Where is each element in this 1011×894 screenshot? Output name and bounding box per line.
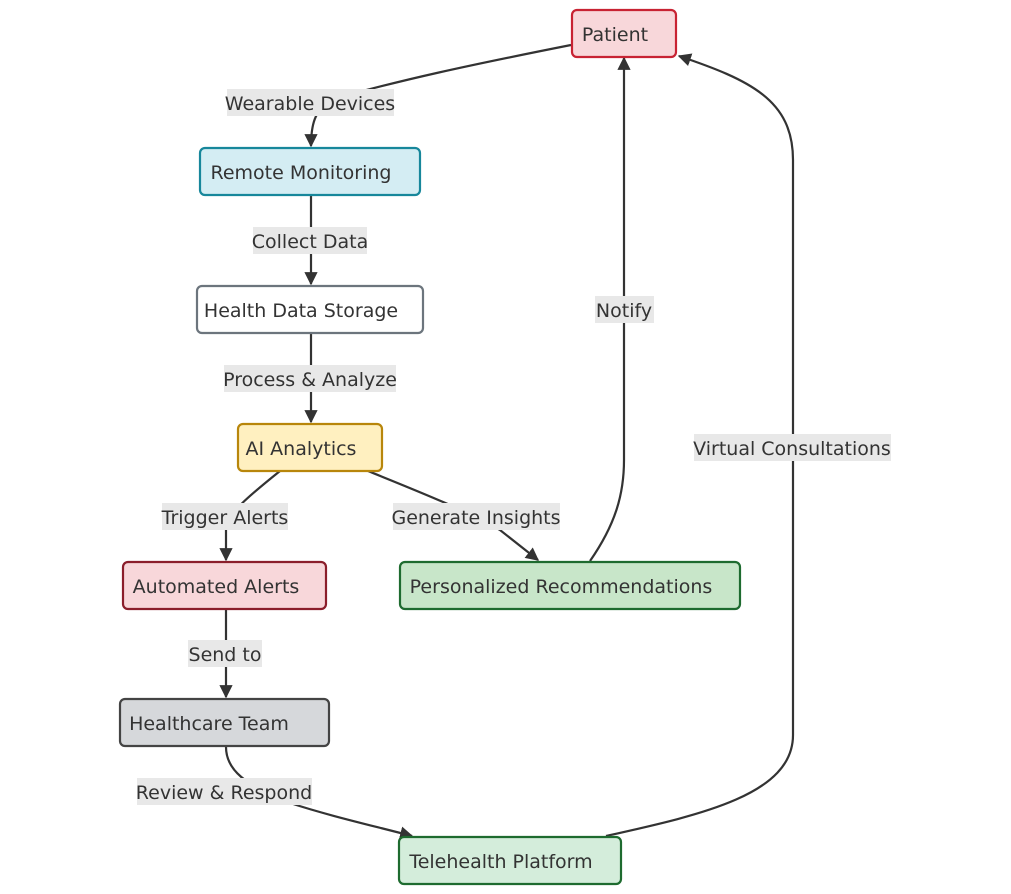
node-health-data-storage-box	[195, 284, 425, 335]
node-telehealth-platform-label: Telehealth Platform	[408, 851, 592, 873]
edge-label-send-to: Send to	[189, 644, 262, 666]
node-ai-analytics-label: AI Analytics	[246, 438, 357, 460]
nodes: Patient Remote Monitoring Health Data St…	[118, 8, 742, 886]
node-automated-alerts[interactable]: Automated Alerts	[121, 560, 328, 611]
node-remote-monitoring[interactable]: Remote Monitoring	[198, 146, 422, 197]
node-telehealth-platform-box	[397, 835, 623, 886]
node-healthcare-team[interactable]: Healthcare Team	[118, 697, 331, 748]
node-automated-alerts-label: Automated Alerts	[133, 576, 300, 598]
node-ai-analytics-box	[236, 422, 384, 473]
edge-label-generate-insights: Generate Insights	[391, 507, 560, 529]
node-remote-monitoring-label: Remote Monitoring	[211, 162, 392, 184]
node-personalized-recommendations-label: Personalized Recommendations	[410, 576, 713, 598]
node-healthcare-team-box	[118, 697, 331, 748]
node-health-data-storage[interactable]: Health Data Storage	[195, 284, 425, 335]
edge-label-review-respond: Review & Respond	[136, 782, 312, 804]
node-patient[interactable]: Patient	[570, 8, 678, 59]
node-remote-monitoring-box	[198, 146, 422, 197]
node-patient-box	[570, 8, 678, 59]
node-patient-label: Patient	[582, 24, 648, 46]
node-healthcare-team-label: Healthcare Team	[129, 713, 289, 735]
edge-label-process-analyze: Process & Analyze	[223, 369, 397, 391]
node-telehealth-platform[interactable]: Telehealth Platform	[397, 835, 623, 886]
node-automated-alerts-box	[121, 560, 328, 611]
edge-recommendations-to-patient	[589, 56, 631, 562]
node-health-data-storage-label: Health Data Storage	[204, 300, 398, 322]
edge-label-trigger-alerts: Trigger Alerts	[161, 507, 289, 529]
edge-label-collect-data: Collect Data	[252, 231, 368, 253]
edge-label-notify: Notify	[596, 300, 652, 322]
edge-label-virtual-consultations: Virtual Consultations	[693, 438, 891, 460]
node-personalized-recommendations[interactable]: Personalized Recommendations	[398, 560, 742, 611]
node-ai-analytics[interactable]: AI Analytics	[236, 422, 384, 473]
edge-labels: Wearable Devices Collect Data Process & …	[136, 89, 891, 805]
edge-label-wearable-devices: Wearable Devices	[225, 93, 395, 115]
edge-telehealth-to-patient	[605, 53, 795, 838]
node-personalized-recommendations-box	[398, 560, 742, 611]
